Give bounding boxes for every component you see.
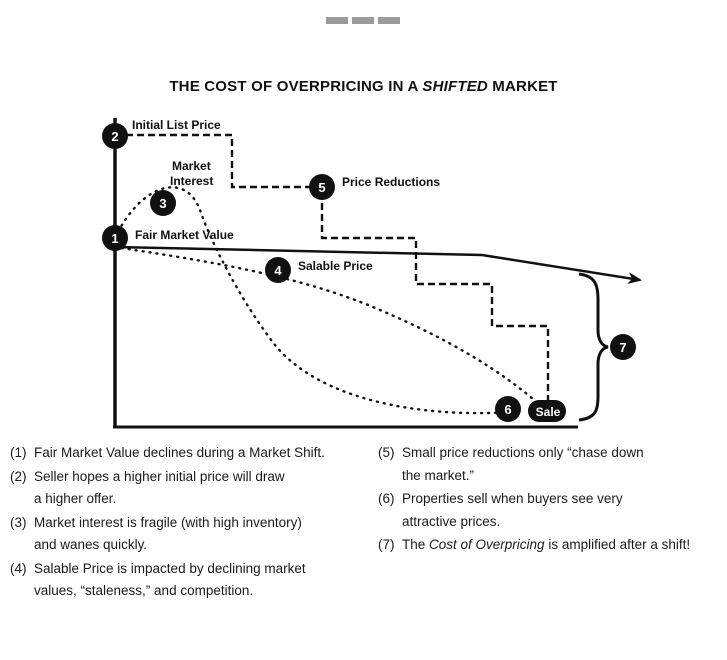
note-4-line1: Salable Price is impacted by declining m…: [34, 560, 306, 576]
list-price-staircase: [115, 133, 550, 400]
marker-4-label: Salable Price: [298, 259, 373, 273]
marker-3-label-line2: Interest: [170, 174, 213, 188]
marker-2-label: Initial List Price: [132, 118, 221, 132]
marker-7-number: 7: [619, 340, 626, 355]
note-7-emphasis: Cost of Overpricing: [429, 537, 545, 552]
note-3: (3) Market interest is fragile (with hig…: [10, 512, 360, 557]
top-decorative-bars: [326, 17, 400, 24]
fair-market-value-line: [114, 245, 483, 257]
marker-6-number: 6: [504, 402, 511, 417]
note-1-number: (1): [10, 445, 27, 460]
note-3-line1: Market interest is fragile (with high in…: [34, 514, 302, 530]
note-3-line2: and wanes quickly.: [34, 537, 148, 552]
marker-6-label: Sale: [536, 405, 561, 419]
note-1-line1: Fair Market Value declines during a Mark…: [34, 445, 325, 460]
diagram-title: THE COST OF OVERPRICING IN A SHIFTED MAR…: [0, 78, 727, 95]
marker-3-number: 3: [159, 196, 166, 211]
notes-right-column: (5) Small price reductions only “chase d…: [378, 442, 723, 558]
note-2-text: Seller hopes a higher initial price will…: [34, 466, 360, 511]
note-5-line2: the market.”: [402, 467, 475, 483]
note-4-line2: values, “staleness,” and competition.: [34, 583, 254, 598]
marker-5: 5 Price Reductions: [309, 174, 440, 200]
marker-1: 1 Fair Market Value: [102, 225, 234, 251]
cost-bracket: [578, 272, 609, 422]
note-5-number: (5): [378, 445, 395, 460]
title-suffix: MARKET: [487, 78, 558, 95]
market-interest-curve: [113, 186, 514, 415]
note-7-text: The Cost of Overpricing is amplified aft…: [402, 534, 723, 557]
note-4-number: (4): [10, 560, 27, 576]
notes-left-column: (1) Fair Market Value declines during a …: [10, 442, 360, 604]
note-2-line2: a higher offer.: [34, 491, 117, 506]
note-1-text: Fair Market Value declines during a Mark…: [34, 442, 360, 465]
marker-4-number: 4: [274, 263, 282, 278]
bar-2: [352, 17, 374, 24]
note-5-text: Small price reductions only “chase down t…: [402, 442, 723, 487]
marker-2: 2 Initial List Price: [102, 118, 221, 149]
note-7-post: is amplified after a shift!: [544, 537, 691, 552]
note-2-line1: Seller hopes a higher initial price will…: [34, 468, 285, 484]
marker-3-label-line1: Market: [172, 159, 211, 173]
title-prefix: THE COST OF OVERPRICING IN A: [169, 78, 423, 95]
note-7: (7) The Cost of Overpricing is amplified…: [378, 534, 723, 557]
note-2: (2) Seller hopes a higher initial price …: [10, 466, 360, 511]
marker-6: 6 Sale: [495, 396, 566, 422]
marker-4: 4 Salable Price: [265, 257, 373, 283]
note-5: (5) Small price reductions only “chase d…: [378, 442, 723, 487]
note-4: (4) Salable Price is impacted by declini…: [10, 558, 360, 603]
salable-price-curve: [113, 245, 542, 407]
marker-2-number: 2: [111, 129, 118, 144]
note-6-line2: attractive prices.: [402, 513, 501, 529]
marker-1-number: 1: [111, 231, 118, 246]
fair-market-value-arrow: [481, 253, 642, 285]
bar-3: [378, 17, 400, 24]
note-6-text: Properties sell when buyers see very attr…: [402, 488, 723, 533]
note-7-pre: The: [402, 537, 430, 552]
note-3-number: (3): [10, 514, 27, 530]
note-3-text: Market interest is fragile (with high in…: [34, 512, 360, 557]
bar-1: [326, 17, 348, 24]
note-2-number: (2): [10, 468, 27, 484]
note-6-number: (6): [378, 491, 395, 506]
title-emphasis: SHIFTED: [422, 78, 488, 95]
note-1: (1) Fair Market Value declines during a …: [10, 442, 360, 465]
marker-7: 7: [610, 334, 636, 360]
note-5-line1: Small price reductions only “chase down: [402, 445, 644, 460]
note-7-number: (7): [378, 537, 395, 552]
marker-5-label: Price Reductions: [342, 175, 440, 189]
marker-5-number: 5: [318, 180, 325, 195]
note-6-line1: Properties sell when buyers see very: [402, 491, 623, 506]
note-6: (6) Properties sell when buyers see very…: [378, 488, 723, 533]
marker-1-label: Fair Market Value: [135, 228, 234, 242]
marker-3: 3 Market Interest: [150, 159, 213, 216]
note-4-text: Salable Price is impacted by declining m…: [34, 558, 360, 603]
